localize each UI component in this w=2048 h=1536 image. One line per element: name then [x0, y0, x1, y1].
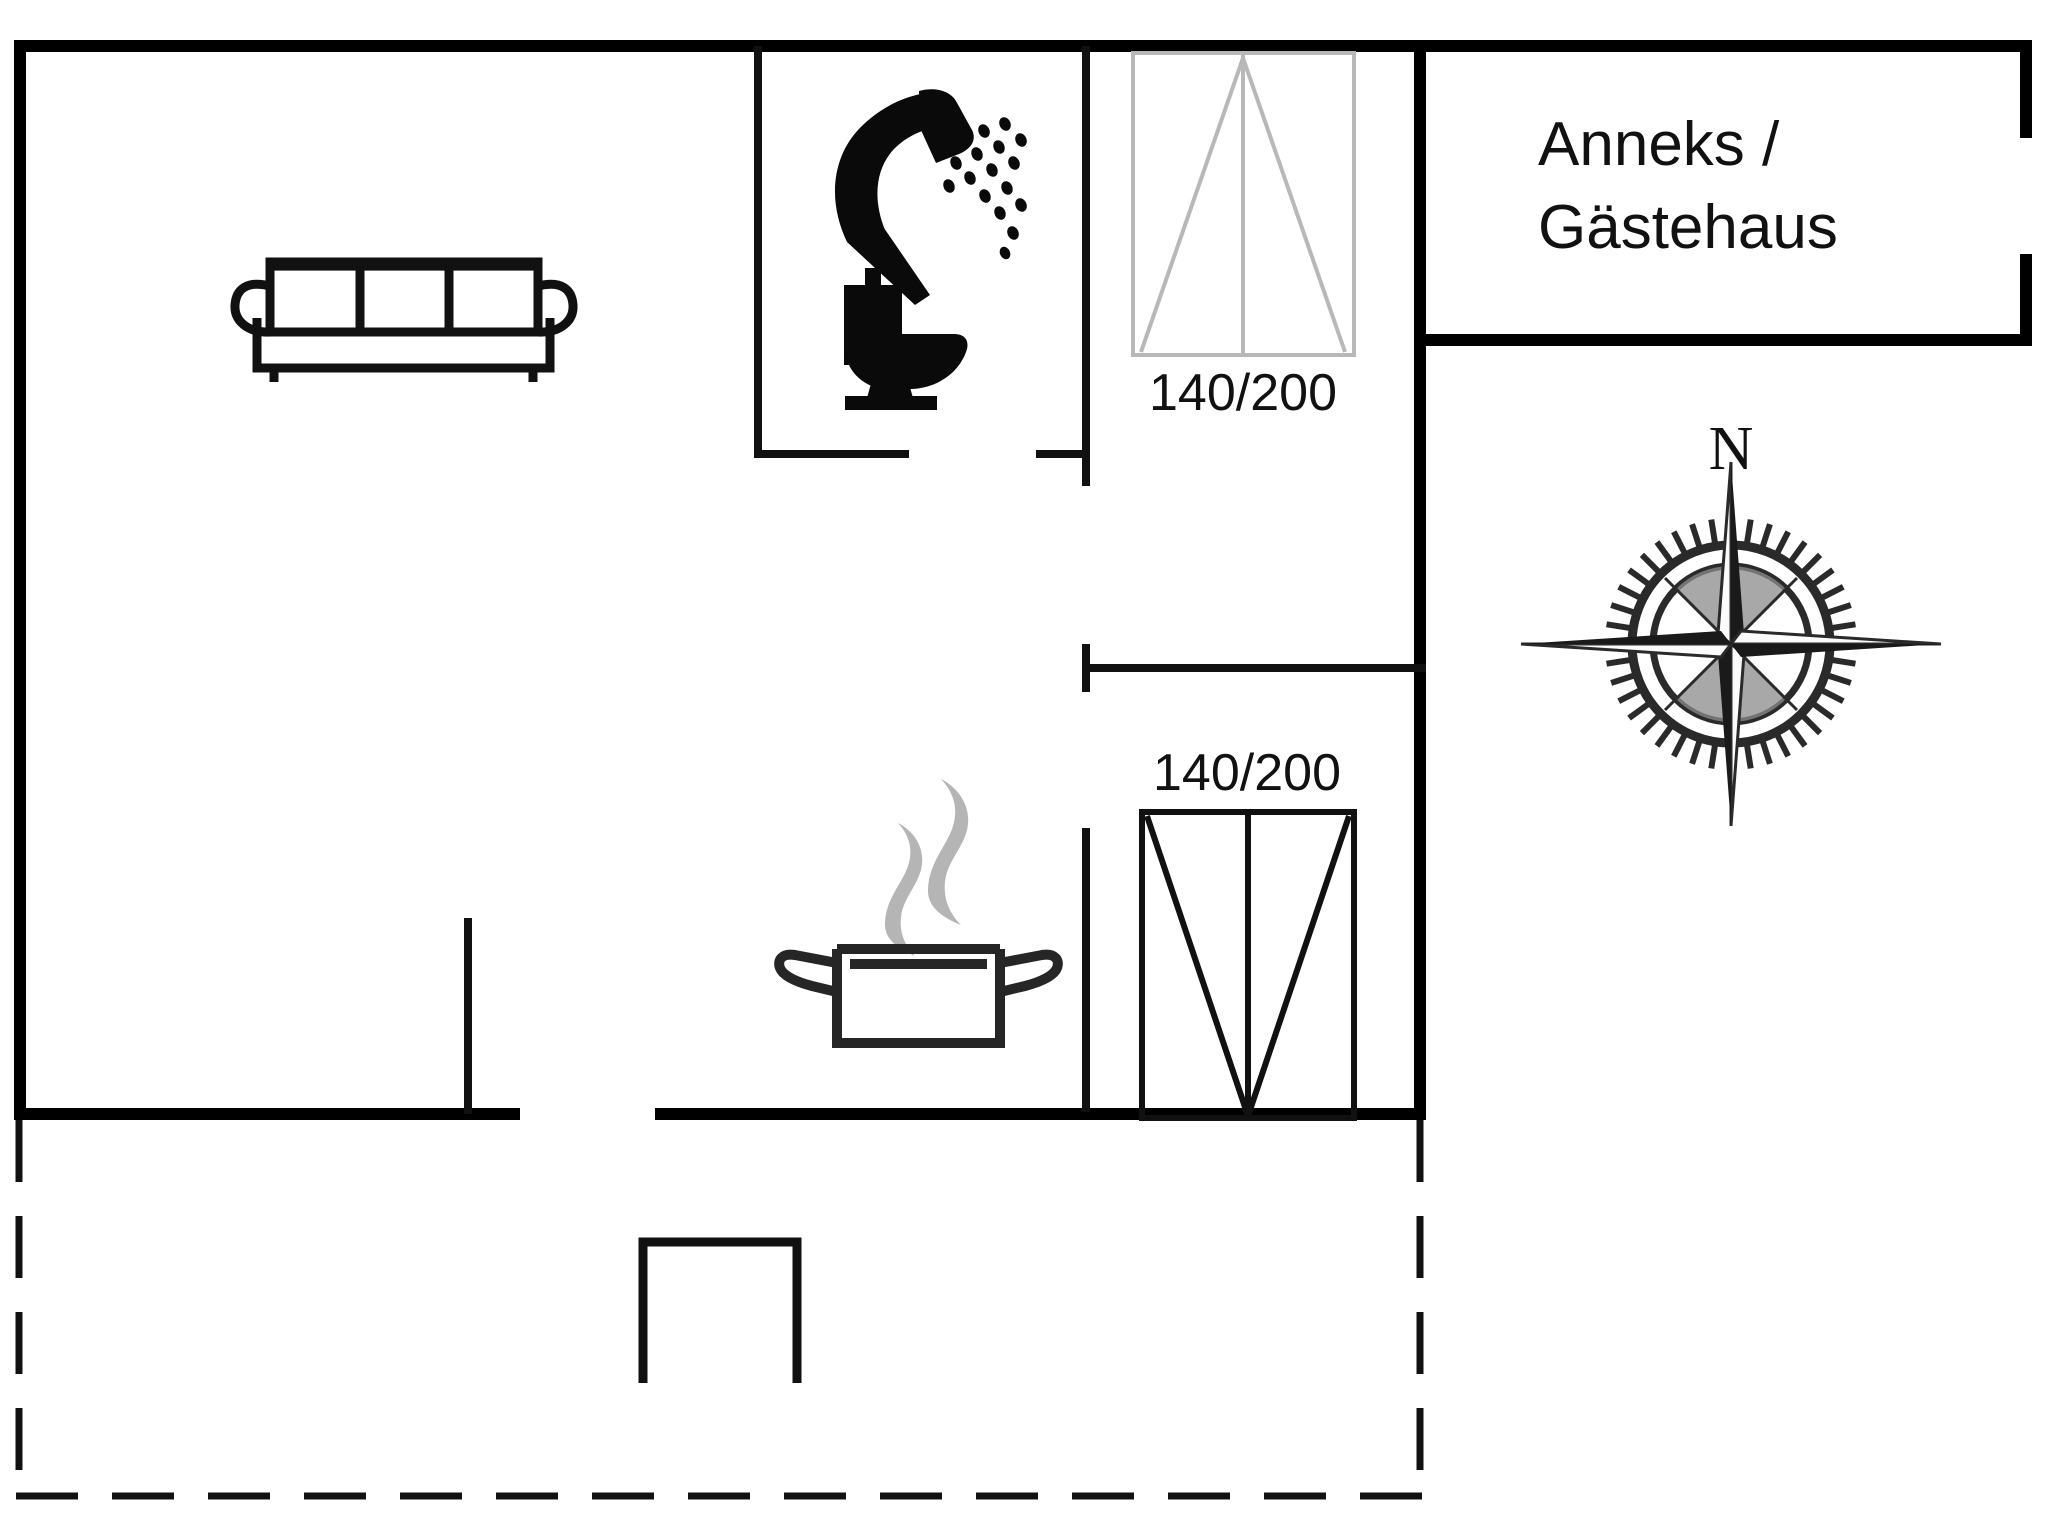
sofa-seat-block	[265, 257, 543, 337]
compass-point-north-dark	[1731, 462, 1744, 644]
toilet-pedestal	[867, 380, 913, 398]
wall-top-main	[14, 40, 1426, 52]
compass-point-south-light	[1729, 640, 1746, 827]
steam-right	[927, 779, 969, 925]
bed-lower-fold-right	[1245, 815, 1352, 1117]
compass-point-south-dark	[1718, 644, 1731, 826]
toilet-bowl	[844, 334, 968, 389]
sofa-base	[252, 318, 555, 373]
wall-bottom-left-segment	[14, 1108, 520, 1120]
wall-right-annex-upper	[2020, 40, 2032, 138]
terrace-step	[638, 1237, 802, 1383]
compass-point-east-dark	[1731, 644, 1941, 657]
pot-handle-right	[998, 949, 1063, 997]
toilet-icon	[844, 268, 968, 410]
wall-mid-horizontal	[1086, 664, 1426, 672]
sofa-back-frame	[265, 257, 543, 337]
exterior-walls	[14, 40, 2032, 1120]
shower-icon	[834, 89, 1027, 305]
wall-kitchen-door-jamb	[464, 918, 472, 1114]
pot-handle-left	[774, 949, 839, 997]
bed-lower-size-label: 140/200	[1153, 744, 1341, 802]
toilet-base	[845, 396, 937, 410]
wall-bottom-annex	[1414, 334, 2032, 346]
wall-bathroom-bottom	[754, 450, 909, 458]
toilet-flush-button	[865, 268, 881, 286]
wall-bathroom-door-jamb	[1036, 450, 1090, 458]
shower-tail	[847, 228, 930, 305]
compass-point-north-light	[1716, 461, 1733, 648]
sofa-icon	[230, 257, 578, 382]
wall-vertical-central	[1414, 40, 1426, 1120]
compass-rose-icon	[1520, 461, 1942, 827]
pot-outline	[832, 949, 1005, 1048]
annex-title-line2: Gästehaus	[1538, 193, 1838, 262]
bed-upper-size-label: 140/200	[1149, 364, 1337, 422]
sofa-arm-left	[230, 279, 272, 337]
compass-point-east-light	[1727, 629, 1942, 646]
wall-bathroom-right	[1082, 46, 1090, 486]
shower-droplets	[943, 117, 1027, 260]
cooking-pot-icon	[774, 779, 1063, 1048]
sofa-arm-right	[536, 279, 578, 337]
steam-left	[884, 823, 923, 956]
pot-steam	[884, 779, 969, 956]
compass-cardinal-points	[1520, 461, 1942, 827]
bed-lower-icon	[1139, 809, 1357, 1121]
wall-right-annex-lower	[2020, 254, 2032, 346]
bed-upper-fold-left	[1139, 57, 1245, 353]
bed-lower-fold-left	[1144, 815, 1251, 1117]
shower-head	[919, 89, 974, 163]
terrace-outline	[15, 1120, 1424, 1500]
wall-top-annex	[1414, 40, 2032, 52]
annex-title-line1: Anneks /	[1538, 110, 1780, 179]
bed-upper-icon	[1131, 51, 1356, 357]
pot-body-group	[774, 944, 1063, 1048]
wall-left-main	[14, 40, 26, 1120]
wall-mid-door-jamb	[1082, 644, 1090, 692]
bed-upper-fold-right	[1241, 57, 1347, 353]
interior-walls	[464, 46, 1426, 1114]
compass-point-west-light	[1520, 642, 1735, 659]
compass-point-west-dark	[1521, 631, 1731, 644]
wall-lower-bedroom-left	[1082, 828, 1090, 1112]
shower-arm	[834, 93, 936, 242]
wall-bathroom-left	[754, 46, 762, 458]
